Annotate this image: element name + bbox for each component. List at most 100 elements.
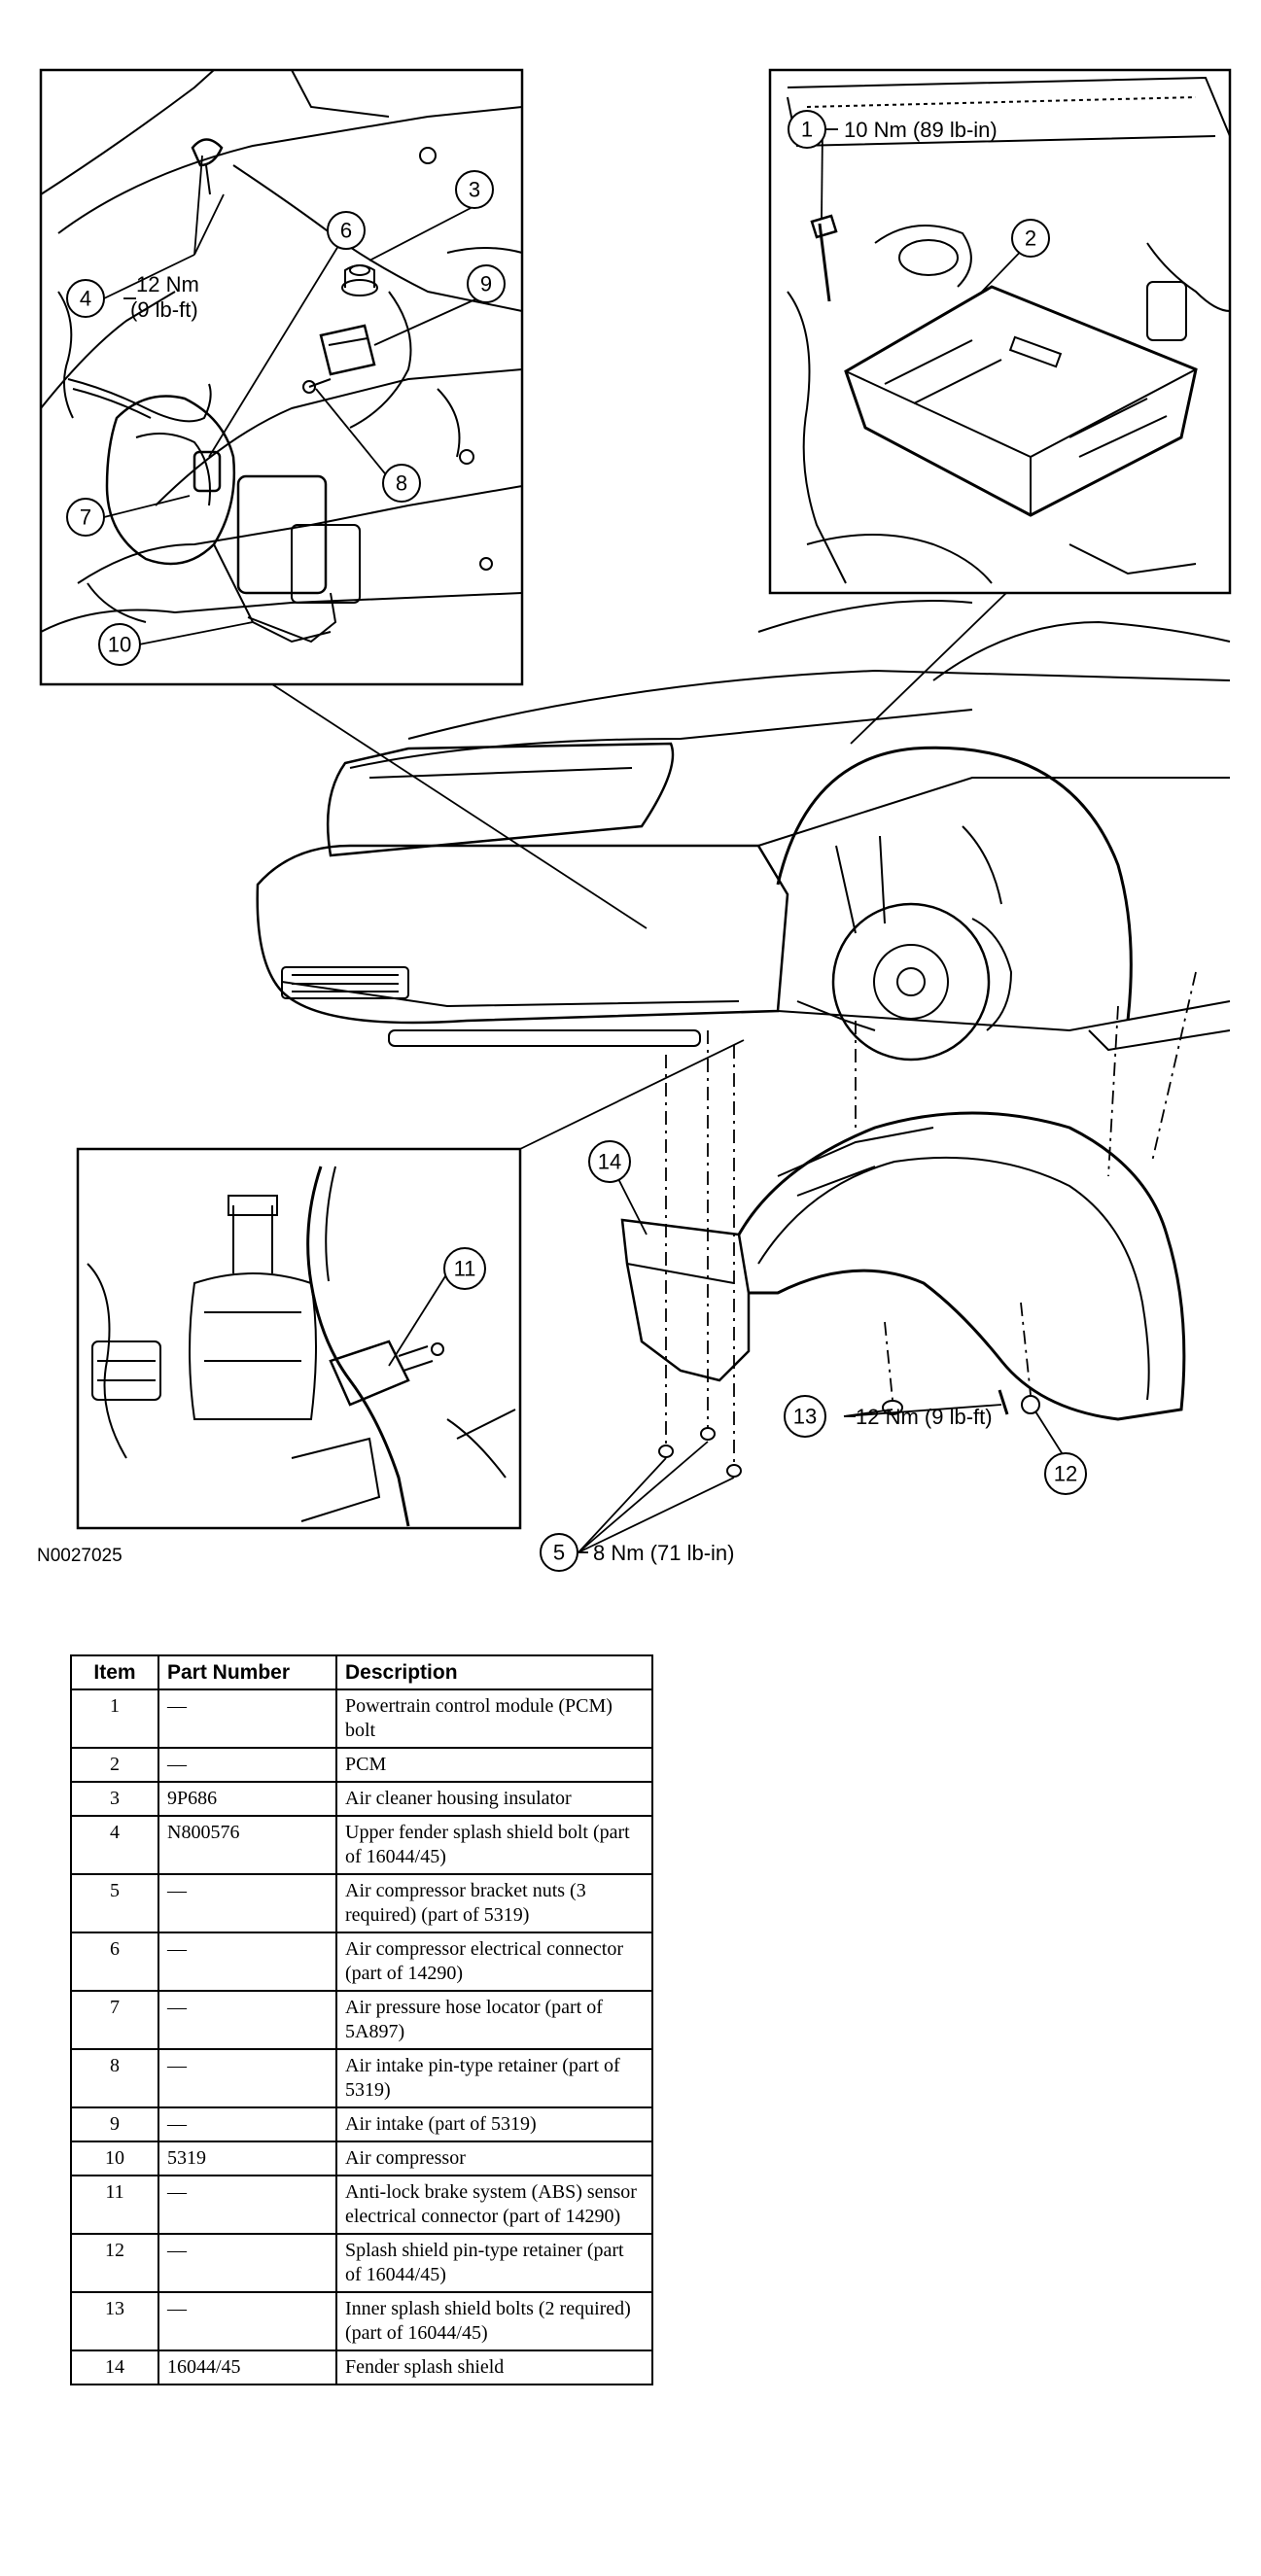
header-description: Description xyxy=(335,1654,653,1690)
cell-description: Splash shield pin-type retainer (part of… xyxy=(335,2233,653,2293)
vehicle-front-corner xyxy=(256,600,1231,1062)
cell-item: 6 xyxy=(70,1932,159,1992)
header-part-number: Part Number xyxy=(158,1654,337,1690)
table-row: 9—Air intake (part of 5319) xyxy=(70,2106,653,2142)
svg-text:7: 7 xyxy=(80,505,91,530)
callout-10: 10 xyxy=(98,623,141,666)
fender-splash-shield xyxy=(620,1111,1186,1478)
svg-text:8: 8 xyxy=(396,471,407,496)
cell-item: 7 xyxy=(70,1990,159,2050)
callout-3: 3 xyxy=(455,170,494,209)
parts-table: Item Part Number Description 1—Powertrai… xyxy=(70,1654,653,2385)
cell-part-number: — xyxy=(158,1932,337,1992)
callout-14: 14 xyxy=(588,1140,631,1183)
svg-text:14: 14 xyxy=(598,1150,621,1174)
cell-description: Air intake pin-type retainer (part of 53… xyxy=(335,2048,653,2108)
table-row: 7—Air pressure hose locator (part of 5A8… xyxy=(70,1990,653,2050)
cell-description: Powertrain control module (PCM) bolt xyxy=(335,1688,653,1749)
table-row: 12—Splash shield pin-type retainer (part… xyxy=(70,2233,653,2293)
cell-description: Air compressor xyxy=(335,2141,653,2176)
cell-item: 14 xyxy=(70,2350,159,2385)
cell-item: 1 xyxy=(70,1688,159,1749)
cell-part-number: 9P686 xyxy=(158,1781,337,1817)
cell-item: 13 xyxy=(70,2291,159,2351)
cell-description: Air cleaner housing insulator xyxy=(335,1781,653,1817)
table-row: 5—Air compressor bracket nuts (3 require… xyxy=(70,1873,653,1933)
cell-part-number: — xyxy=(158,2233,337,2293)
cell-part-number: 5319 xyxy=(158,2141,337,2176)
callout-6: 6 xyxy=(327,211,366,250)
cell-item: 3 xyxy=(70,1781,159,1817)
cell-part-number: — xyxy=(158,1873,337,1933)
inset-pcm xyxy=(768,68,1232,595)
cell-description: PCM xyxy=(335,1747,653,1783)
cell-description: Inner splash shield bolts (2 required) (… xyxy=(335,2291,653,2351)
cell-part-number: — xyxy=(158,2291,337,2351)
svg-text:1: 1 xyxy=(801,118,813,142)
svg-text:13: 13 xyxy=(793,1405,817,1429)
cell-description: Air compressor electrical connector (par… xyxy=(335,1932,653,1992)
callout-13: 13 12 Nm (9 lb-ft) xyxy=(784,1395,993,1438)
svg-text:2: 2 xyxy=(1025,226,1036,251)
cell-part-number: — xyxy=(158,2175,337,2235)
callout-9: 9 xyxy=(467,264,506,303)
svg-text:9: 9 xyxy=(480,272,492,296)
inset-abs-connector xyxy=(76,1147,522,1530)
callout-7: 7 xyxy=(66,498,105,537)
svg-text:10 Nm (89 lb-in): 10 Nm (89 lb-in) xyxy=(844,118,998,142)
exploded-view-diagram: 1 10 Nm (89 lb-in) 2 3 4 12 Nm (9 lb-ft)… xyxy=(39,68,1232,1572)
callout-5: 5 8 Nm (71 lb-in) xyxy=(540,1533,734,1572)
cell-part-number: — xyxy=(158,1990,337,2050)
callout-2: 2 xyxy=(1011,219,1050,258)
svg-text:10: 10 xyxy=(108,633,131,657)
cell-description: Upper fender splash shield bolt (part of… xyxy=(335,1815,653,1875)
table-row: 2—PCM xyxy=(70,1747,653,1783)
cell-description: Air intake (part of 5319) xyxy=(335,2106,653,2142)
svg-text:8 Nm (71 lb-in): 8 Nm (71 lb-in) xyxy=(593,1541,734,1565)
svg-text:12: 12 xyxy=(1054,1462,1077,1486)
svg-text:6: 6 xyxy=(340,219,352,243)
callout-12: 12 xyxy=(1044,1452,1087,1495)
svg-text:(9 lb-ft): (9 lb-ft) xyxy=(130,297,198,322)
cell-part-number: 16044/45 xyxy=(158,2350,337,2385)
table-row: 8—Air intake pin-type retainer (part of … xyxy=(70,2048,653,2108)
figure-id: N0027025 xyxy=(37,1546,123,1566)
cell-item: 8 xyxy=(70,2048,159,2108)
leader-lines xyxy=(103,128,1197,1553)
cell-item: 5 xyxy=(70,1873,159,1933)
cell-part-number: — xyxy=(158,2048,337,2108)
callout-4: 4 12 Nm (9 lb-ft) xyxy=(66,272,199,322)
table-row: 11—Anti-lock brake system (ABS) sensor e… xyxy=(70,2175,653,2235)
callout-11: 11 xyxy=(443,1247,486,1290)
cell-part-number: — xyxy=(158,1747,337,1783)
svg-text:11: 11 xyxy=(454,1257,476,1281)
table-row: 6—Air compressor electrical connector (p… xyxy=(70,1932,653,1992)
svg-text:4: 4 xyxy=(80,287,91,311)
cell-part-number: N800576 xyxy=(158,1815,337,1875)
cell-item: 10 xyxy=(70,2141,159,2176)
cell-item: 9 xyxy=(70,2106,159,2142)
cell-description: Fender splash shield xyxy=(335,2350,653,2385)
table-row: 1—Powertrain control module (PCM) bolt xyxy=(70,1688,653,1749)
cell-part-number: — xyxy=(158,1688,337,1749)
cell-part-number: — xyxy=(158,2106,337,2142)
cell-item: 12 xyxy=(70,2233,159,2293)
svg-text:12 Nm (9 lb-ft): 12 Nm (9 lb-ft) xyxy=(856,1405,993,1429)
cell-item: 11 xyxy=(70,2175,159,2235)
svg-text:3: 3 xyxy=(469,178,480,202)
cell-item: 4 xyxy=(70,1815,159,1875)
table-header-row: Item Part Number Description xyxy=(70,1654,653,1690)
callout-1: 1 10 Nm (89 lb-in) xyxy=(788,110,998,149)
inset-engine-compartment xyxy=(39,68,524,686)
header-item: Item xyxy=(70,1654,159,1690)
cell-description: Air pressure hose locator (part of 5A897… xyxy=(335,1990,653,2050)
svg-text:5: 5 xyxy=(553,1541,565,1565)
cell-description: Anti-lock brake system (ABS) sensor elec… xyxy=(335,2175,653,2235)
svg-text:12 Nm: 12 Nm xyxy=(136,272,199,296)
table-row: 13—Inner splash shield bolts (2 required… xyxy=(70,2291,653,2351)
callout-8: 8 xyxy=(382,464,421,503)
